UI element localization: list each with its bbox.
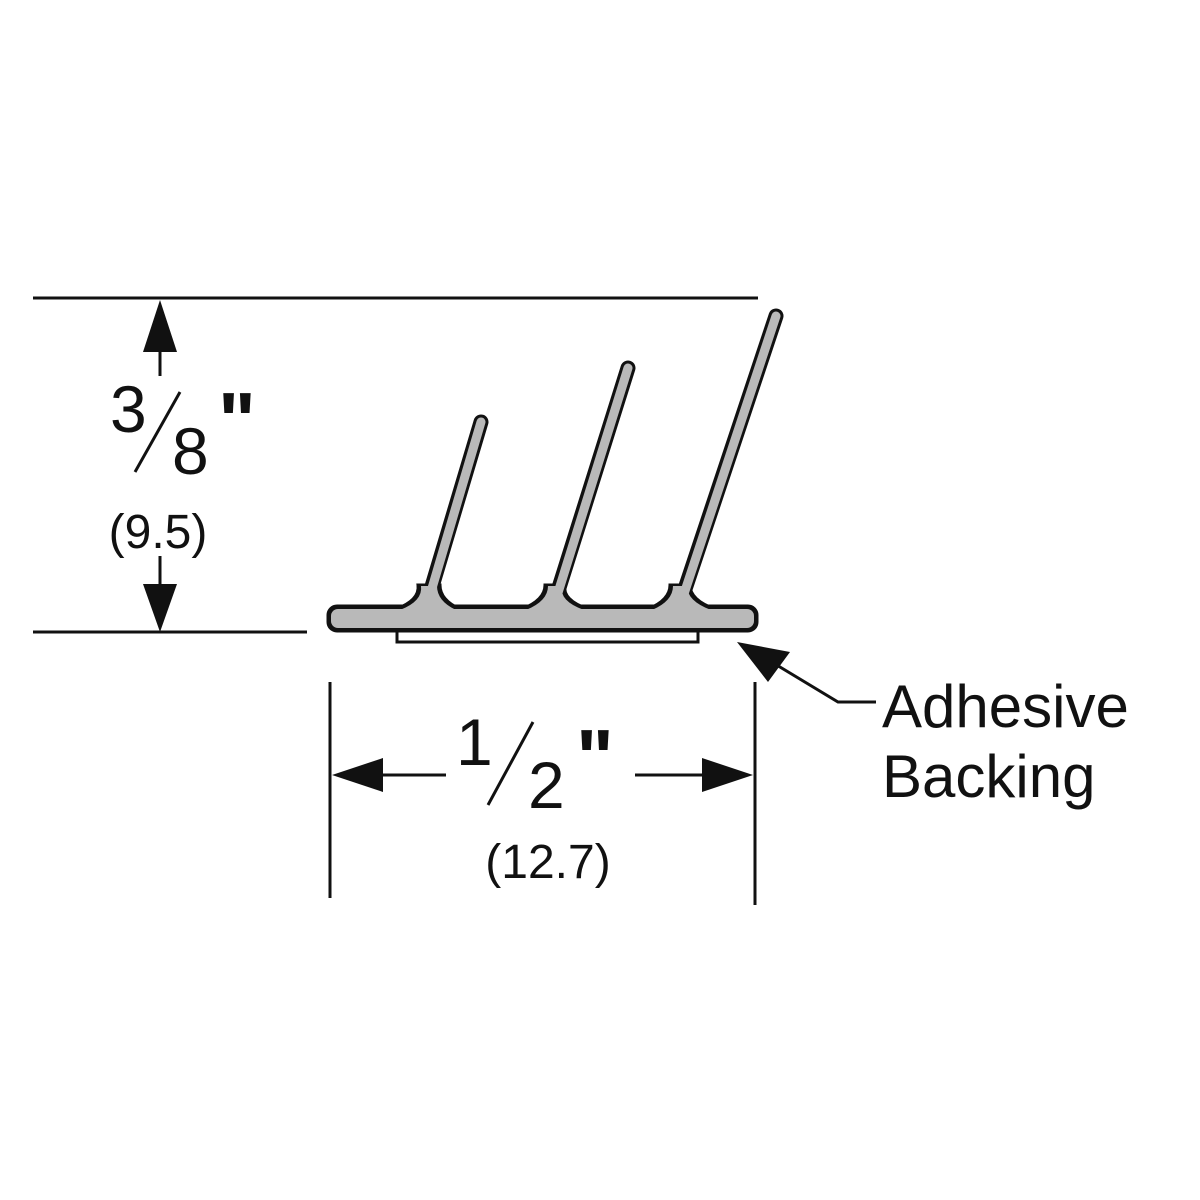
callout-line-1: Adhesive (882, 673, 1129, 740)
height-label: 3 8 " (9.5) (109, 372, 256, 559)
height-denominator: 8 (172, 414, 209, 488)
callout-leader-arrow (737, 642, 876, 704)
fin-medium (547, 363, 633, 617)
width-label: 1 2 " (12.7) (456, 705, 614, 889)
height-numerator: 3 (110, 372, 147, 446)
profile-outline (326, 308, 784, 633)
width-metric: (12.7) (485, 836, 610, 889)
adhesive-backing-strip (395, 629, 700, 644)
profile-fill (331, 311, 781, 628)
height-fraction-slash (133, 391, 182, 473)
profile-base (331, 609, 754, 628)
width-denominator: 2 (528, 748, 565, 822)
callout-line-2: Backing (882, 743, 1095, 810)
width-dimension-arrows (332, 758, 753, 792)
width-numerator: 1 (456, 705, 493, 779)
fin-tall (673, 311, 781, 617)
fin-short (420, 417, 486, 617)
height-dimension-arrows (143, 300, 177, 632)
height-metric: (9.5) (109, 506, 208, 559)
width-unit: " (576, 713, 614, 802)
width-fraction-slash (486, 721, 535, 806)
height-unit: " (218, 376, 256, 465)
